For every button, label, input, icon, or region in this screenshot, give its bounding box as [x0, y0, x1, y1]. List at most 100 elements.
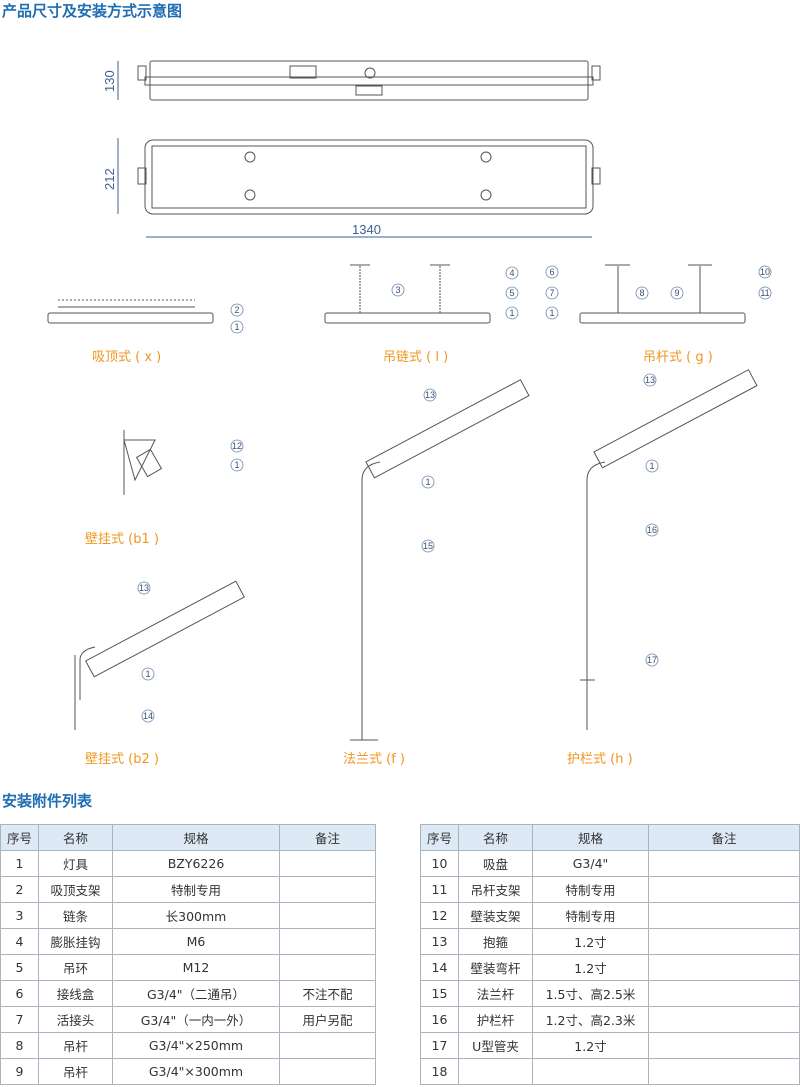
section-title-accessories: 安装附件列表 [2, 792, 93, 810]
table-cell: 1.2寸 [532, 928, 649, 955]
table-cell [648, 1006, 800, 1033]
callout-number: 4 [509, 268, 514, 278]
table-cell: 7 [0, 1006, 39, 1033]
table-cell [648, 902, 800, 929]
callout-number: 9 [674, 288, 679, 298]
table-cell: 特制专用 [112, 876, 280, 903]
table-cell: 吊杆支架 [458, 876, 533, 903]
table-cell: 2 [0, 876, 39, 903]
side-view-drawing [137, 60, 601, 101]
table-cell [279, 902, 376, 929]
method-label-wall-b1: 壁挂式 (b1 ) [85, 532, 159, 547]
table-cell: 吊环 [38, 954, 113, 981]
table-cell: 18 [420, 1058, 459, 1085]
table-cell: 灯具 [38, 850, 113, 877]
callout-number: 1 [234, 322, 239, 332]
table-cell: 17 [420, 1032, 459, 1059]
table-cell: G3/4" [532, 850, 649, 877]
table-cell: 5 [0, 954, 39, 981]
table-cell: 9 [0, 1058, 39, 1085]
table-cell: 1.2寸、高2.3米 [532, 1006, 649, 1033]
table-cell: 16 [420, 1006, 459, 1033]
table-cell: 14 [420, 954, 459, 981]
table-cell: 吸顶支架 [38, 876, 113, 903]
product-diagram: 130 212 1340 2 1 3 4 5 1 6 7 1 8 9 10 11… [47, 60, 772, 741]
callout-number: 8 [639, 288, 644, 298]
table-cell [648, 980, 800, 1007]
table-cell: G3/4"×300mm [112, 1058, 280, 1085]
table-cell [648, 1058, 800, 1085]
callout-number: 13 [645, 375, 655, 385]
table-cell: 3 [0, 902, 39, 929]
dim-width: 212 [102, 168, 117, 190]
table-header: 序号名称规格备注 [0, 824, 376, 851]
table-cell [532, 1058, 649, 1085]
callout-number: 1 [509, 308, 514, 318]
dim-height: 130 [102, 70, 117, 92]
section-title-dimensions: 产品尺寸及安装方式示意图 [2, 2, 183, 20]
table-cell: 11 [420, 876, 459, 903]
method-label-wall-b2: 壁挂式 (b2 ) [85, 752, 159, 767]
method-label-flange: 法兰式 (f ) [343, 752, 405, 767]
table-cell: 12 [420, 902, 459, 929]
table-cell: 特制专用 [532, 902, 649, 929]
table-cell [279, 850, 376, 877]
table-cell: G3/4"×250mm [112, 1032, 280, 1059]
callout-number: 10 [760, 267, 770, 277]
table-cell [648, 850, 800, 877]
callout-number: 13 [139, 583, 149, 593]
callout-number: 1 [234, 460, 239, 470]
callout-number: 14 [143, 711, 153, 721]
table-cell [279, 1032, 376, 1059]
callout-number: 5 [509, 288, 514, 298]
callout-number: 7 [549, 288, 554, 298]
table-cell: 1.5寸、高2.5米 [532, 980, 649, 1007]
table-cell [279, 954, 376, 981]
table-cell: 壁装支架 [458, 902, 533, 929]
table-cell: 链条 [38, 902, 113, 929]
callout-number: 11 [760, 288, 769, 298]
callout-number: 16 [647, 525, 657, 535]
table-cell: M12 [112, 954, 280, 981]
table-cell [279, 1058, 376, 1085]
table-cell: 壁装弯杆 [458, 954, 533, 981]
top-view-drawing [137, 139, 601, 215]
table-cell: 法兰杆 [458, 980, 533, 1007]
table-cell: 不注不配 [279, 980, 376, 1007]
table-cell: 10 [420, 850, 459, 877]
table-cell [279, 928, 376, 955]
table-cell: 吸盘 [458, 850, 533, 877]
callout-number: 1 [549, 308, 554, 318]
dim-length: 1340 [352, 222, 381, 237]
table-cell: 抱箍 [458, 928, 533, 955]
callout-number: 13 [425, 390, 435, 400]
table-cell: G3/4"（二通吊） [112, 980, 280, 1007]
table-cell: 13 [420, 928, 459, 955]
callout-number: 3 [395, 285, 400, 295]
table-cell [279, 876, 376, 903]
callout-number: 15 [423, 541, 433, 551]
method-label-guardrail: 护栏式 (h ) [567, 752, 633, 767]
table-cell: 用户另配 [279, 1006, 376, 1033]
callout-number: 1 [649, 461, 654, 471]
table-cell [648, 876, 800, 903]
table-cell [458, 1058, 533, 1085]
table-cell: 1.2寸 [532, 954, 649, 981]
table-cell: 6 [0, 980, 39, 1007]
